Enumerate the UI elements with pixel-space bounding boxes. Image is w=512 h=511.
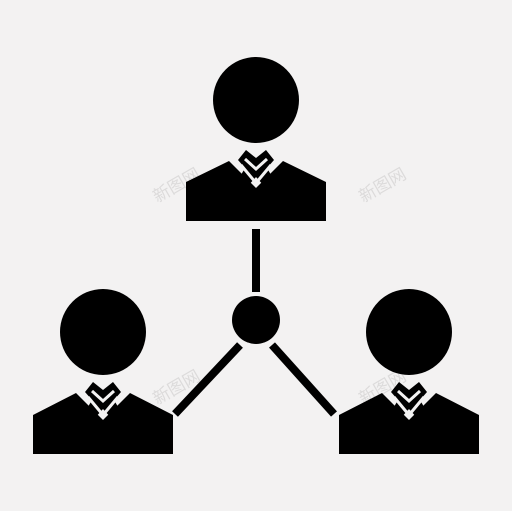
person-bottom-left-icon	[33, 289, 173, 454]
person-head	[60, 289, 146, 375]
connector-left-line	[172, 342, 243, 417]
person-body	[339, 393, 479, 454]
connector-lines	[172, 229, 337, 417]
connector-right-line	[269, 342, 337, 417]
person-body	[33, 393, 173, 454]
watermark-text: 新图网	[356, 165, 410, 208]
person-body	[186, 161, 326, 221]
person-collar-detail	[86, 389, 120, 418]
person-top-icon	[186, 57, 326, 221]
person-bottom-right-icon	[339, 289, 479, 454]
person-head	[366, 289, 452, 375]
person-collar-detail	[239, 157, 273, 186]
person-head	[213, 57, 299, 143]
hub-node-icon	[232, 296, 280, 344]
person-collar-detail	[392, 389, 426, 418]
